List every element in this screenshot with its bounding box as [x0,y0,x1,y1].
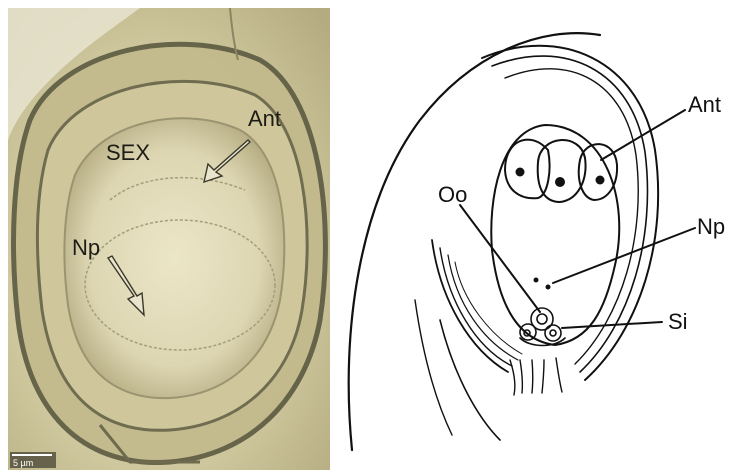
micrograph-label-np: Np [72,235,100,260]
micrograph-panel: SEX Ant Np 5 µm [8,8,330,470]
scale-bar-label: 5 µm [13,458,33,468]
drawing-panel [349,33,695,450]
drawing-label-oo: Oo [438,182,467,207]
micrograph-label-sex: SEX [106,140,150,165]
leader-ant [601,110,685,160]
leader-oo [460,205,540,312]
drawing-antipodal-nucleus-2 [555,177,565,187]
micrograph-label-ant: Ant [248,106,281,131]
drawing-antipodal-nucleus-3 [596,176,605,185]
drawing-label-np: Np [697,214,725,239]
drawing-micropyle-right [556,358,562,392]
drawing-inner-integument-1 [432,240,508,372]
drawing-label-ant: Ant [688,92,721,117]
drawing-polar-nucleus-1 [534,278,539,283]
scale-bar: 5 µm [10,452,56,468]
drawing-micropyle-mid-1 [520,360,522,393]
drawing-polar-nucleus-2 [546,285,551,290]
drawing-egg-apparatus [520,308,565,346]
drawing-label-si: Si [668,309,688,334]
drawing-antipodal-nucleus-1 [516,168,525,177]
drawing-micropyle-mid-2 [532,360,533,393]
drawing-micropyle-mid-3 [542,360,544,393]
drawing-outer-integument [349,33,600,450]
drawing-embryo-sac [491,125,619,345]
drawing-integument-1 [482,46,658,380]
drawing-lower-curve-2 [415,300,452,435]
leader-si [562,322,662,328]
leader-np [553,228,695,283]
